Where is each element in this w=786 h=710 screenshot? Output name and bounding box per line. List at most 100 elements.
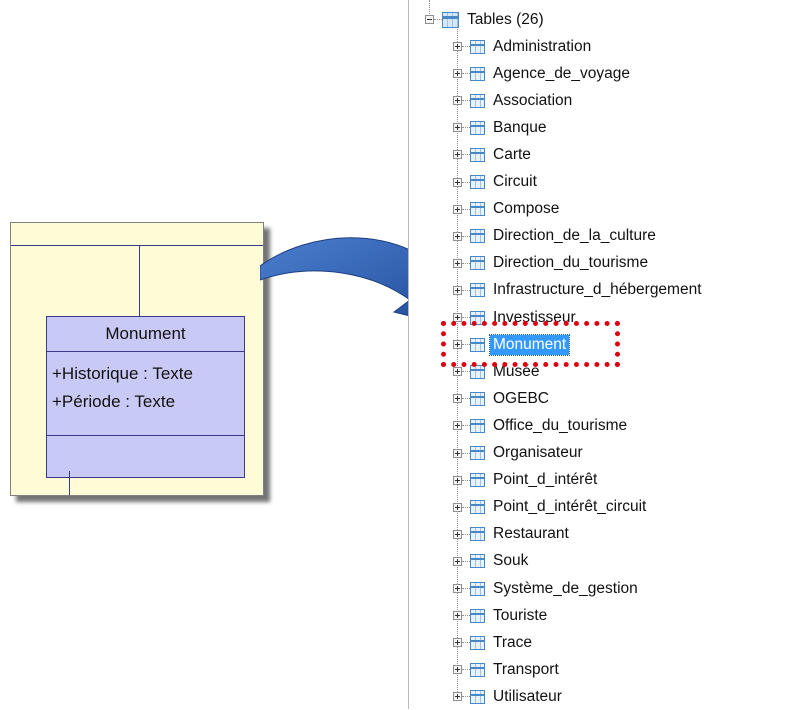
plus-expander-icon[interactable] xyxy=(453,340,462,350)
tree-item-label: Administration xyxy=(493,37,592,55)
tree-item[interactable]: Association xyxy=(453,87,572,114)
tree-connector xyxy=(462,588,470,589)
tree-item[interactable]: Circuit xyxy=(453,169,537,196)
plus-expander-icon[interactable] xyxy=(453,529,462,539)
tree-connector xyxy=(462,371,470,373)
plus-expander-icon[interactable] xyxy=(453,42,462,51)
tree-item-label: Système_de_gestion xyxy=(493,579,638,597)
tree-item-label: Association xyxy=(493,91,573,109)
table-icon xyxy=(470,310,485,325)
uml-class-name: Monument xyxy=(47,317,244,352)
plus-expander-icon[interactable] xyxy=(453,421,462,431)
minus-expander-icon[interactable] xyxy=(425,15,434,24)
tree-item-label: Banque xyxy=(493,118,547,136)
table-icon xyxy=(470,689,485,704)
tree-item[interactable]: Monument xyxy=(453,331,571,358)
plus-expander-icon[interactable] xyxy=(453,556,462,566)
table-icon xyxy=(470,66,485,81)
tree-item[interactable]: Point_d_intérêt xyxy=(453,467,597,494)
tree-connector xyxy=(462,425,470,427)
table-icon xyxy=(470,147,485,162)
tree-item-label: Point_d_intérêt_circuit xyxy=(493,498,647,516)
tree-item[interactable]: Direction_de_la_culture xyxy=(453,223,656,250)
plus-expander-icon[interactable] xyxy=(453,231,462,241)
plus-expander-icon[interactable] xyxy=(453,69,462,79)
table-icon xyxy=(470,635,485,650)
tree-connector xyxy=(462,181,470,183)
plus-expander-icon[interactable] xyxy=(453,177,462,187)
tree-item[interactable]: OGEBC xyxy=(453,385,549,412)
uml-connector-bottom xyxy=(69,471,70,495)
tree-item[interactable]: Organisateur xyxy=(453,440,583,467)
tree-item[interactable]: Musée xyxy=(453,358,540,385)
table-icon xyxy=(470,337,485,352)
plus-expander-icon[interactable] xyxy=(453,313,462,322)
plus-expander-icon[interactable] xyxy=(453,367,462,377)
tree-item-label: Direction_de_la_culture xyxy=(493,227,656,245)
table-icon xyxy=(470,364,485,379)
uml-attributes: +Historique : Texte +Période : Texte xyxy=(47,352,244,436)
table-icon xyxy=(470,554,485,569)
tree-connector xyxy=(462,479,470,481)
tree-connector xyxy=(462,560,470,562)
tree-item[interactable]: Touriste xyxy=(453,602,547,629)
table-icon xyxy=(470,39,485,54)
uml-diagram-panel: Monument +Historique : Texte +Période : … xyxy=(10,222,264,496)
tree-item[interactable]: Office_du_tourisme xyxy=(453,412,627,439)
tree-item[interactable]: Investisseur xyxy=(453,304,576,331)
tree-item-label: Utilisateur xyxy=(493,687,562,705)
tree-connector xyxy=(462,127,470,129)
tree-connector xyxy=(462,452,470,454)
tree-connector xyxy=(462,235,470,237)
tree-item[interactable]: Administration xyxy=(453,33,591,60)
tree-item[interactable]: Restaurant xyxy=(453,521,569,548)
plus-expander-icon[interactable] xyxy=(453,638,462,648)
table-icon xyxy=(470,418,485,433)
plus-expander-icon[interactable] xyxy=(453,123,462,133)
plus-expander-icon[interactable] xyxy=(453,394,462,404)
table-icon xyxy=(470,93,485,108)
tree-item[interactable]: Point_d_intérêt_circuit xyxy=(453,494,646,521)
tree-item[interactable]: Souk xyxy=(453,548,528,575)
table-icon xyxy=(470,283,485,298)
tree-item[interactable]: Banque xyxy=(453,114,546,141)
tables-folder-icon xyxy=(442,11,459,28)
plus-expander-icon[interactable] xyxy=(453,96,462,106)
tree-item[interactable]: Utilisateur xyxy=(453,683,562,710)
tree-item-label: Infrastructure_d_hébergement xyxy=(493,281,702,299)
tree-item[interactable]: Direction_du_tourisme xyxy=(453,250,648,277)
tree-item-label: Transport xyxy=(493,660,559,678)
plus-expander-icon[interactable] xyxy=(453,611,462,621)
tree-connector xyxy=(462,73,470,75)
tree-connector xyxy=(462,669,470,671)
plus-expander-icon[interactable] xyxy=(453,204,462,214)
plus-expander-icon[interactable] xyxy=(453,692,462,702)
tree-item[interactable]: Agence_de_voyage xyxy=(453,60,630,87)
tree-item[interactable]: Infrastructure_d_hébergement xyxy=(453,277,702,304)
table-icon xyxy=(470,446,485,460)
plus-expander-icon[interactable] xyxy=(453,584,462,593)
tree-item[interactable]: Carte xyxy=(453,141,531,168)
uml-class-box[interactable]: Monument +Historique : Texte +Période : … xyxy=(46,316,245,478)
tree-root-tables[interactable]: Tables (26) xyxy=(425,6,544,33)
tree-item[interactable]: Transport xyxy=(453,656,559,683)
plus-expander-icon[interactable] xyxy=(453,150,462,160)
tree-connector xyxy=(462,100,470,102)
tree-connector xyxy=(462,506,470,508)
plus-expander-icon[interactable] xyxy=(453,448,462,458)
plus-expander-icon[interactable] xyxy=(453,502,462,512)
tree-item-label: Trace xyxy=(493,633,533,651)
tree-item-label: Restaurant xyxy=(493,525,569,543)
plus-expander-icon[interactable] xyxy=(453,665,462,675)
tree-item-label: Touriste xyxy=(493,606,548,624)
tree-item-label: Point_d_intérêt xyxy=(493,471,598,489)
plus-expander-icon[interactable] xyxy=(453,285,462,295)
tree-item[interactable]: Système_de_gestion xyxy=(453,575,638,602)
tree-item-label: Investisseur xyxy=(493,308,576,326)
tree-item[interactable]: Trace xyxy=(453,629,532,656)
tree-item-label: Organisateur xyxy=(493,444,583,461)
tree-item[interactable]: Compose xyxy=(453,196,559,223)
plus-expander-icon[interactable] xyxy=(453,258,462,268)
plus-expander-icon[interactable] xyxy=(453,475,462,485)
